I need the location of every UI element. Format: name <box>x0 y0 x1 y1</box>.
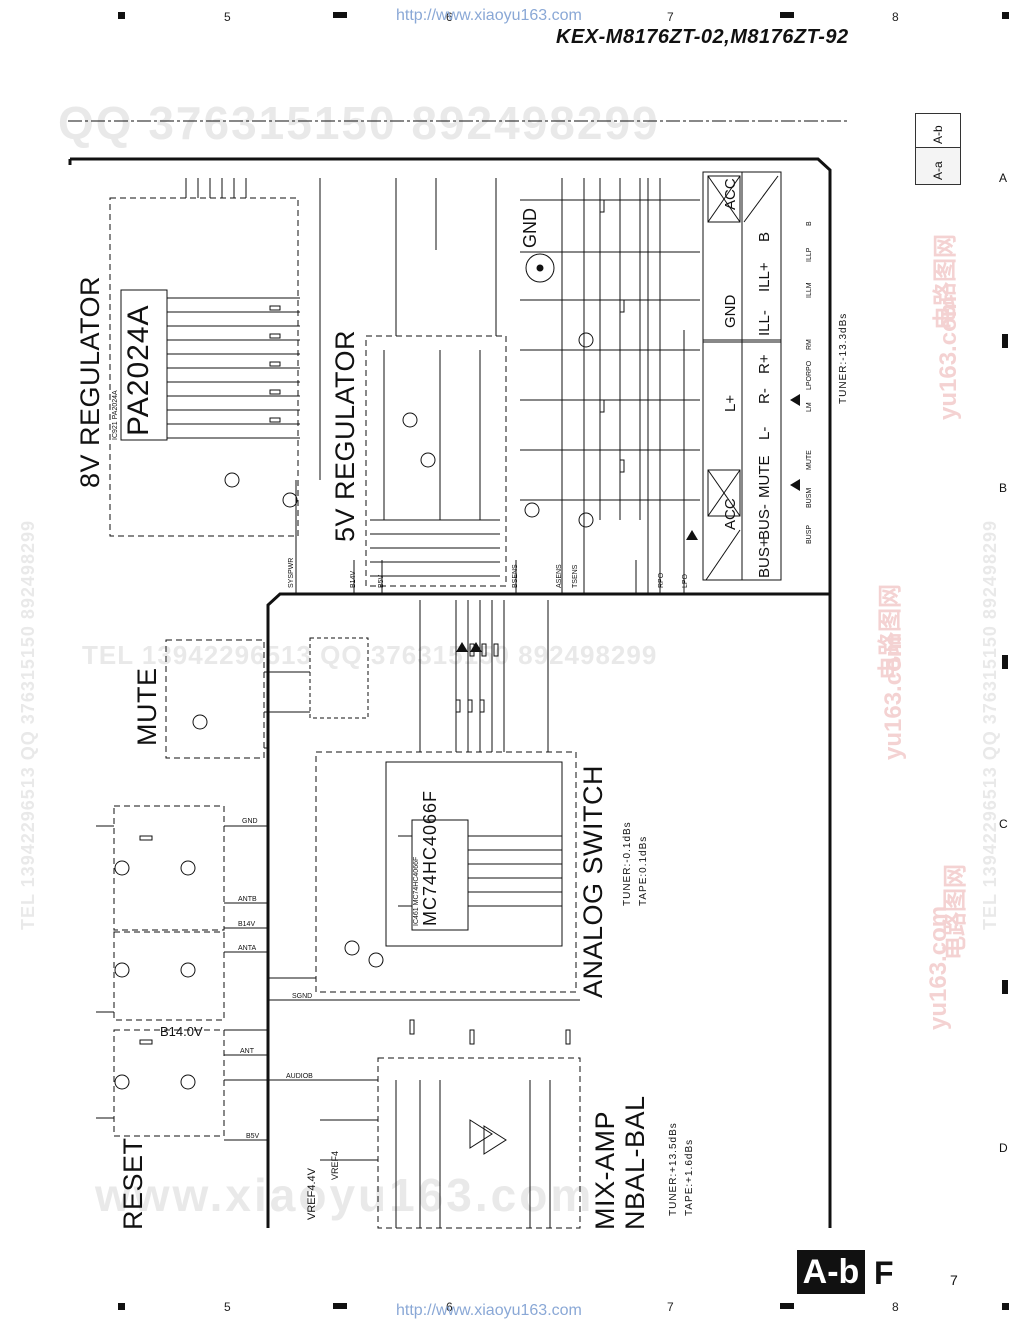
net-label: B5V <box>246 1133 260 1140</box>
net-label: LPO <box>682 573 689 588</box>
watermark-qq: QQ 376315150 892498299 <box>58 97 660 149</box>
conn-side-label: LPO <box>806 375 813 390</box>
net-label: BSENS <box>512 564 519 588</box>
gain-analog-tuner: TUNER:-0.1dBs <box>622 821 633 906</box>
conn-side-label: BUSM <box>806 487 813 508</box>
conn-side-label: RPO <box>806 360 813 376</box>
gnd-label: GND <box>520 208 540 248</box>
block-title-nbal-bal: NBAL-BAL <box>620 1095 650 1230</box>
corner-mark <box>118 12 125 19</box>
net-label: B14V <box>350 570 357 588</box>
corner-mark <box>1002 1303 1009 1310</box>
gain-mix-tape: TAPE:+1.6dBs <box>684 1138 695 1216</box>
page-section-badge: A-b <box>797 1250 865 1294</box>
col-number: 8 <box>892 10 899 24</box>
row-letter: B <box>999 481 1008 495</box>
source-url[interactable]: http://www.xiaoyu163.com <box>396 7 582 24</box>
conn-side-label: BUSP <box>806 524 813 544</box>
col-number: 7 <box>667 1300 674 1314</box>
ic921-part-number: PA2024A <box>122 304 155 436</box>
net-label: SGND <box>292 993 313 1000</box>
conn-side-label: B <box>806 221 813 226</box>
watermark-www: www.xiaoyu163.com <box>95 1169 595 1221</box>
conn-pin-b: B <box>756 231 773 242</box>
conn-pin-acc: ACC <box>722 178 739 210</box>
edge-mark <box>780 1303 794 1309</box>
gain-analog-tape: TAPE:0.1dBs <box>638 835 649 906</box>
conn-side-label: ILLM <box>806 282 813 298</box>
conn-side-label: MUTE <box>806 450 813 470</box>
col-number: 6 <box>446 10 453 24</box>
page-number: 7 <box>950 1272 958 1288</box>
net-label: B14V <box>238 921 256 928</box>
edge-mark <box>333 1303 347 1309</box>
edge-mark <box>780 12 794 18</box>
net-label: ANTA <box>238 945 257 952</box>
gain-mix-tuner: TUNER:+13.5dBs <box>668 1122 679 1216</box>
conn-pin-bus-minus: BUS- <box>756 504 773 540</box>
row-letter: C <box>999 817 1008 831</box>
vref-label: VREF4 <box>330 1150 340 1180</box>
block-title-mute: MUTE <box>132 667 162 747</box>
conn-pin-r-minus: R- <box>756 388 773 404</box>
ic921-ref: IC921 PA2024A <box>112 390 119 440</box>
conn-pin-ill-plus: ILL+ <box>756 262 773 292</box>
col-number: 6 <box>446 1300 453 1314</box>
conn-pin-l-plus: L+ <box>722 394 739 412</box>
conn-pin-mute: MUTE <box>756 455 773 499</box>
row-letter: D <box>999 1141 1008 1155</box>
edge-mark <box>1002 334 1008 348</box>
conn-pin-ill-minus: ILL- <box>756 310 773 336</box>
block-title-mix-amp: MIX-AMP <box>590 1110 620 1230</box>
net-label: ANTB <box>238 896 257 903</box>
ic461-ref: IC461 MC74HC4066F <box>413 856 420 926</box>
gain-tuner-connector: TUNER:-13.3dBs <box>838 312 849 404</box>
net-label: AUDIOB <box>286 1073 313 1080</box>
col-number: 5 <box>224 10 231 24</box>
block-title-analog-switch: ANALOG SWITCH <box>578 764 608 998</box>
nav-tab-aa[interactable]: A-a <box>915 147 961 185</box>
col-number: 8 <box>892 1300 899 1314</box>
ic461-part-number: MC74HC4066F <box>420 789 440 926</box>
conn-side-label: ILLP <box>806 247 813 262</box>
net-label: TSENS <box>572 564 579 588</box>
edge-mark <box>1002 655 1008 669</box>
col-number: 7 <box>667 10 674 24</box>
block-title-5v-regulator: 5V REGULATOR <box>330 329 360 542</box>
source-url-bottom[interactable]: http://www.xiaoyu163.com <box>396 1302 582 1319</box>
col-number: 5 <box>224 1300 231 1314</box>
net-label-b14v: B14.0V <box>160 1024 203 1039</box>
conn-side-label: RM <box>806 339 813 350</box>
net-label: RPO <box>658 572 665 588</box>
net-label: ASENS <box>556 564 563 588</box>
conn-pin-l-minus: L- <box>756 426 773 440</box>
block-title-reset: RESET <box>118 1137 148 1230</box>
row-letter: A <box>999 171 1008 185</box>
conn-side-label: LM <box>806 402 813 412</box>
edge-mark <box>333 12 347 18</box>
conn-pin-r-plus: R+ <box>756 354 773 374</box>
conn-pin-gnd: GND <box>722 294 739 328</box>
net-label: ANT <box>240 1048 254 1055</box>
net-label: GND <box>242 818 258 825</box>
conn-pin-bus-plus: BUS+ <box>756 538 773 578</box>
net-label: B5V <box>378 574 385 588</box>
corner-mark <box>1002 12 1009 19</box>
page-section-letter: F <box>874 1255 894 1291</box>
watermark-tel: TEL 13942296513 QQ 376315150 892498299 <box>82 640 658 670</box>
net-label: SYSPWR <box>288 557 295 588</box>
corner-mark <box>118 1303 125 1310</box>
conn-pin-acc-2: ACC <box>722 498 739 530</box>
edge-mark <box>1002 980 1008 994</box>
block-title-8v-regulator: 8V REGULATOR <box>75 275 105 488</box>
vref-label: VREF4.4V <box>306 1168 318 1220</box>
model-number: KEX-M8176ZT-02,M8176ZT-92 <box>556 26 849 48</box>
